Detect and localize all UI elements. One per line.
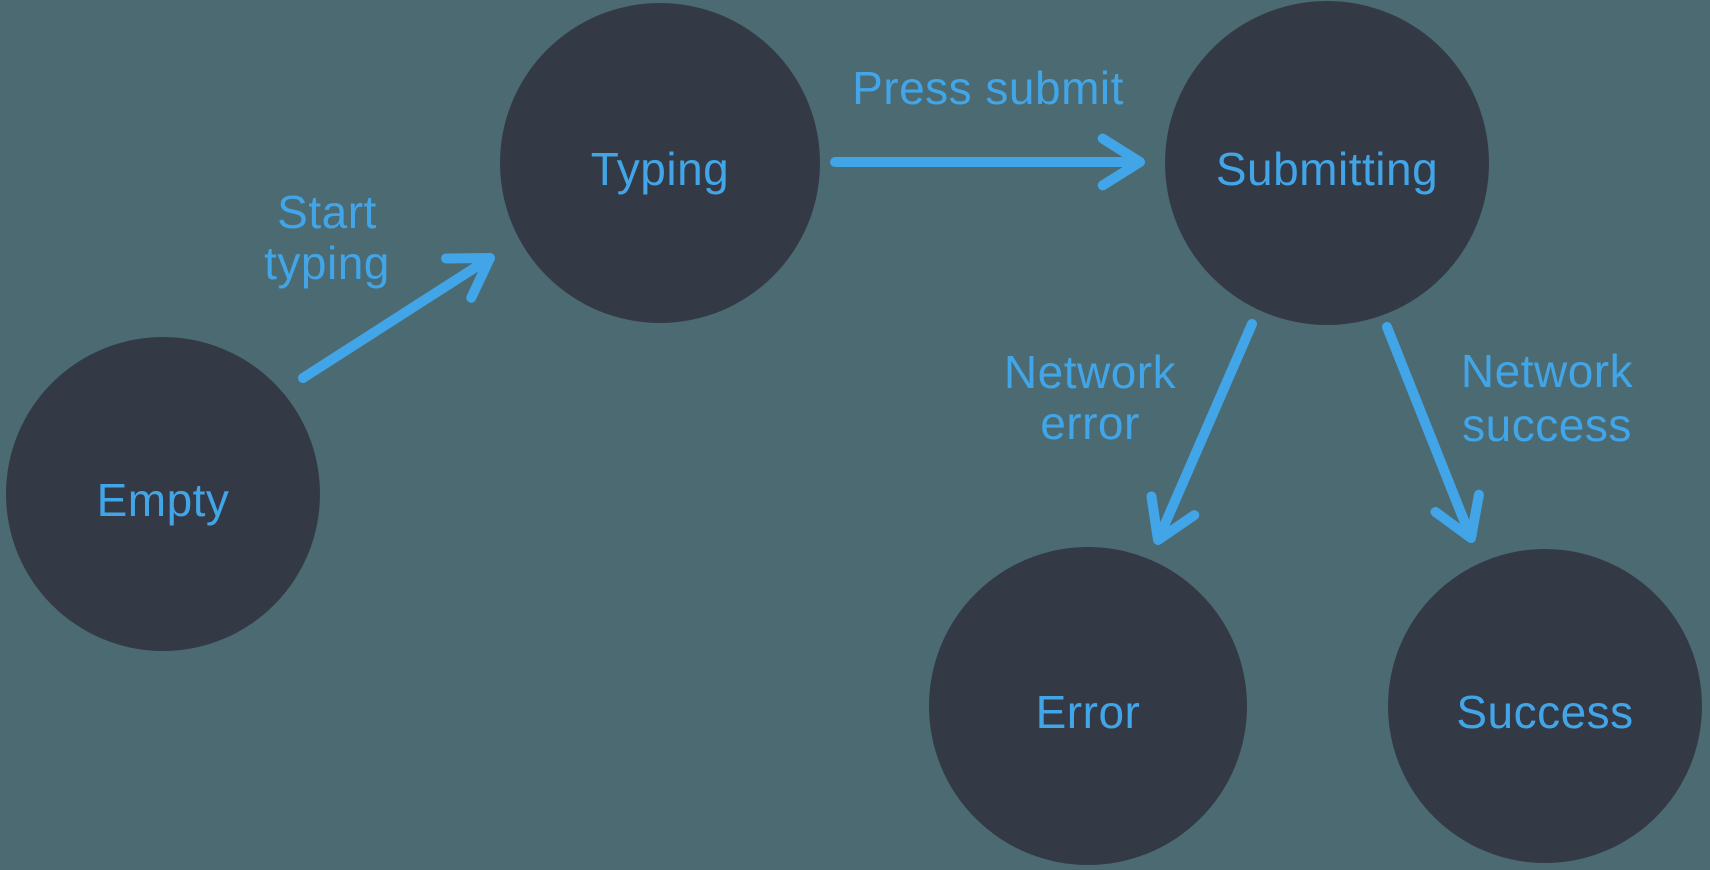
transition-arrow-shaft [1382, 322, 1475, 540]
state-circle-typing [500, 3, 820, 323]
state-label-typing: Typing [591, 143, 730, 195]
state-node-empty: Empty [6, 337, 320, 651]
transition-label-network-error: Network [1004, 346, 1177, 398]
transition-label-network-error: error [1040, 397, 1140, 449]
state-node-typing: Typing [500, 3, 820, 323]
state-circle-empty [6, 337, 320, 651]
state-node-success: Success [1388, 549, 1702, 863]
arrowhead-icon [441, 253, 495, 303]
transition-arrow-shaft [1154, 319, 1257, 542]
state-label-empty: Empty [97, 474, 230, 526]
state-circle-error [929, 547, 1247, 865]
state-label-submitting: Submitting [1216, 143, 1438, 195]
transition-label-start-typing: Start [277, 186, 377, 238]
transition-label-press-submit: Press submit [852, 62, 1124, 114]
state-node-submitting: Submitting [1165, 1, 1489, 325]
transition-label-network-success: Network [1461, 345, 1634, 397]
transition-press-submit: Press submit [830, 62, 1145, 191]
arrowhead-icon [1146, 491, 1200, 545]
transition-label-start-typing: typing [264, 237, 390, 289]
arrowhead-icon [1097, 133, 1145, 191]
state-circle-submitting [1165, 1, 1489, 325]
state-label-success: Success [1456, 686, 1633, 738]
state-circle-success [1388, 549, 1702, 863]
transition-label-network-success: success [1462, 399, 1632, 451]
transition-arrow-shaft [298, 255, 492, 383]
arrowhead-icon [1430, 489, 1484, 543]
state-node-error: Error [929, 547, 1247, 865]
state-label-error: Error [1036, 686, 1141, 738]
